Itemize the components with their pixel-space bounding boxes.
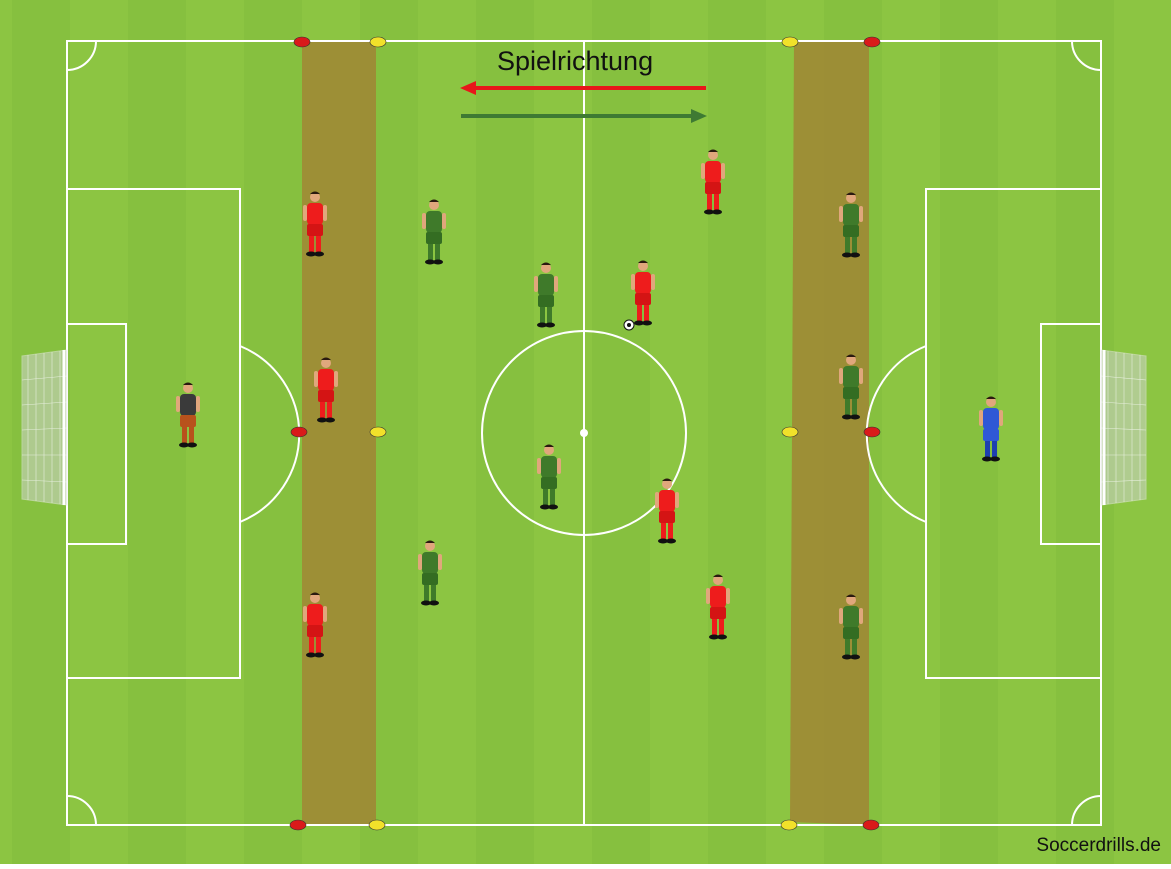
goal-icon	[22, 350, 67, 505]
cone-icon	[782, 427, 798, 437]
cone-icon	[864, 37, 880, 47]
cone-icon	[370, 37, 386, 47]
cone-icon	[863, 820, 879, 830]
cone-icon	[370, 427, 386, 437]
cone-icon	[864, 427, 880, 437]
cone-icon	[290, 820, 306, 830]
goal-icon	[1101, 350, 1146, 505]
watermark: Soccerdrills.de	[1036, 835, 1161, 857]
play-direction-label: Spielrichtung	[497, 46, 653, 77]
cone-icon	[369, 820, 385, 830]
center-spot	[580, 429, 588, 437]
cone-icon	[781, 820, 797, 830]
soccer-ball-icon	[624, 320, 634, 330]
cone-icon	[294, 37, 310, 47]
cone-icon	[291, 427, 307, 437]
cone-icon	[782, 37, 798, 47]
left-transition-zone	[302, 41, 376, 825]
right-transition-zone	[790, 41, 869, 825]
